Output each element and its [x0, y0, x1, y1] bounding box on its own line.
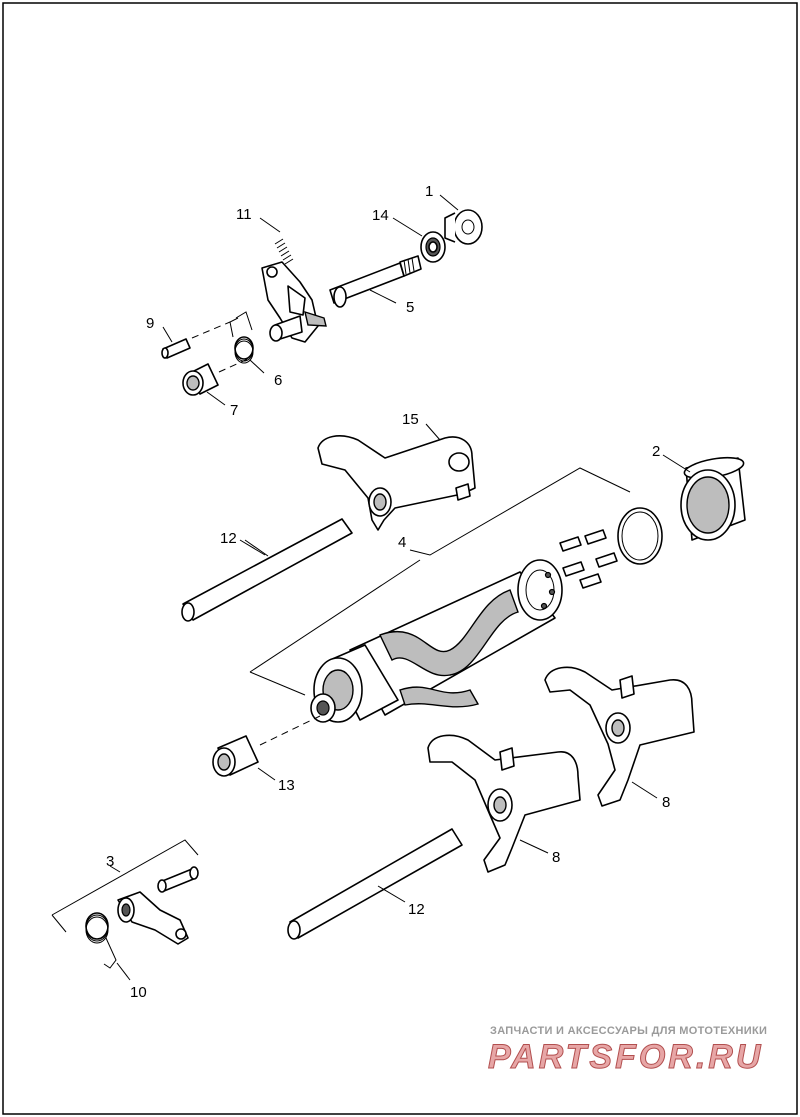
- callout-12-upper: 12: [220, 530, 237, 547]
- callout-9: 9: [146, 315, 154, 332]
- part-1-bearing: [444, 209, 483, 245]
- part-6-torsion-spring: [229, 311, 254, 364]
- callout-4: 4: [398, 534, 406, 551]
- part-12-fork-rod-upper: [181, 518, 353, 622]
- callout-labels: 1 14 11 5 9 6 7 15 2 12 4 13 8 8 3 12 10: [106, 183, 670, 1001]
- watermark: ЗАПЧАСТИ И АКСЕССУАРЫ ДЛЯ МОТОТЕХНИКИ PA…: [488, 1025, 767, 1077]
- leader-lines: [51, 194, 691, 981]
- part-10-spring: [85, 912, 117, 969]
- part-12-fork-rod-lower: [287, 828, 463, 940]
- callout-8-right: 8: [662, 794, 670, 811]
- part-11-spring: [274, 238, 294, 265]
- callout-7: 7: [230, 402, 238, 419]
- callout-11: 11: [236, 206, 252, 223]
- part-13-bushing: [212, 715, 321, 777]
- callout-3: 3: [106, 853, 114, 870]
- callout-12-lower: 12: [408, 901, 425, 918]
- watermark-logo: PARTSFOR.RU: [488, 1038, 763, 1076]
- callout-2: 2: [652, 443, 660, 460]
- part-8-shift-fork-right: [544, 666, 695, 807]
- callout-15: 15: [402, 411, 419, 428]
- callout-8-middle: 8: [552, 849, 560, 866]
- part-9-pin: [161, 321, 231, 359]
- callout-5: 5: [406, 299, 414, 316]
- part-2-bearing-sleeve: [680, 456, 746, 541]
- part-3-shift-arm: [117, 866, 199, 945]
- part-5-shift-shaft: [261, 255, 422, 343]
- watermark-tagline: ЗАПЧАСТИ И АКСЕССУАРЫ ДЛЯ МОТОТЕХНИКИ: [490, 1025, 767, 1037]
- part-7-bushing: [182, 357, 251, 396]
- callout-13: 13: [278, 777, 295, 794]
- part-14-needle-bearing: [420, 231, 446, 263]
- retaining-ring: [617, 507, 663, 565]
- dowel-pins: [559, 529, 618, 589]
- part-4-shift-drum: [310, 559, 563, 723]
- callout-10: 10: [130, 984, 147, 1001]
- part-15-shift-fork: [317, 435, 476, 531]
- callout-14: 14: [372, 207, 389, 224]
- callout-6: 6: [274, 372, 282, 389]
- part-8-shift-fork-middle: [427, 734, 581, 873]
- callout-1: 1: [425, 183, 433, 200]
